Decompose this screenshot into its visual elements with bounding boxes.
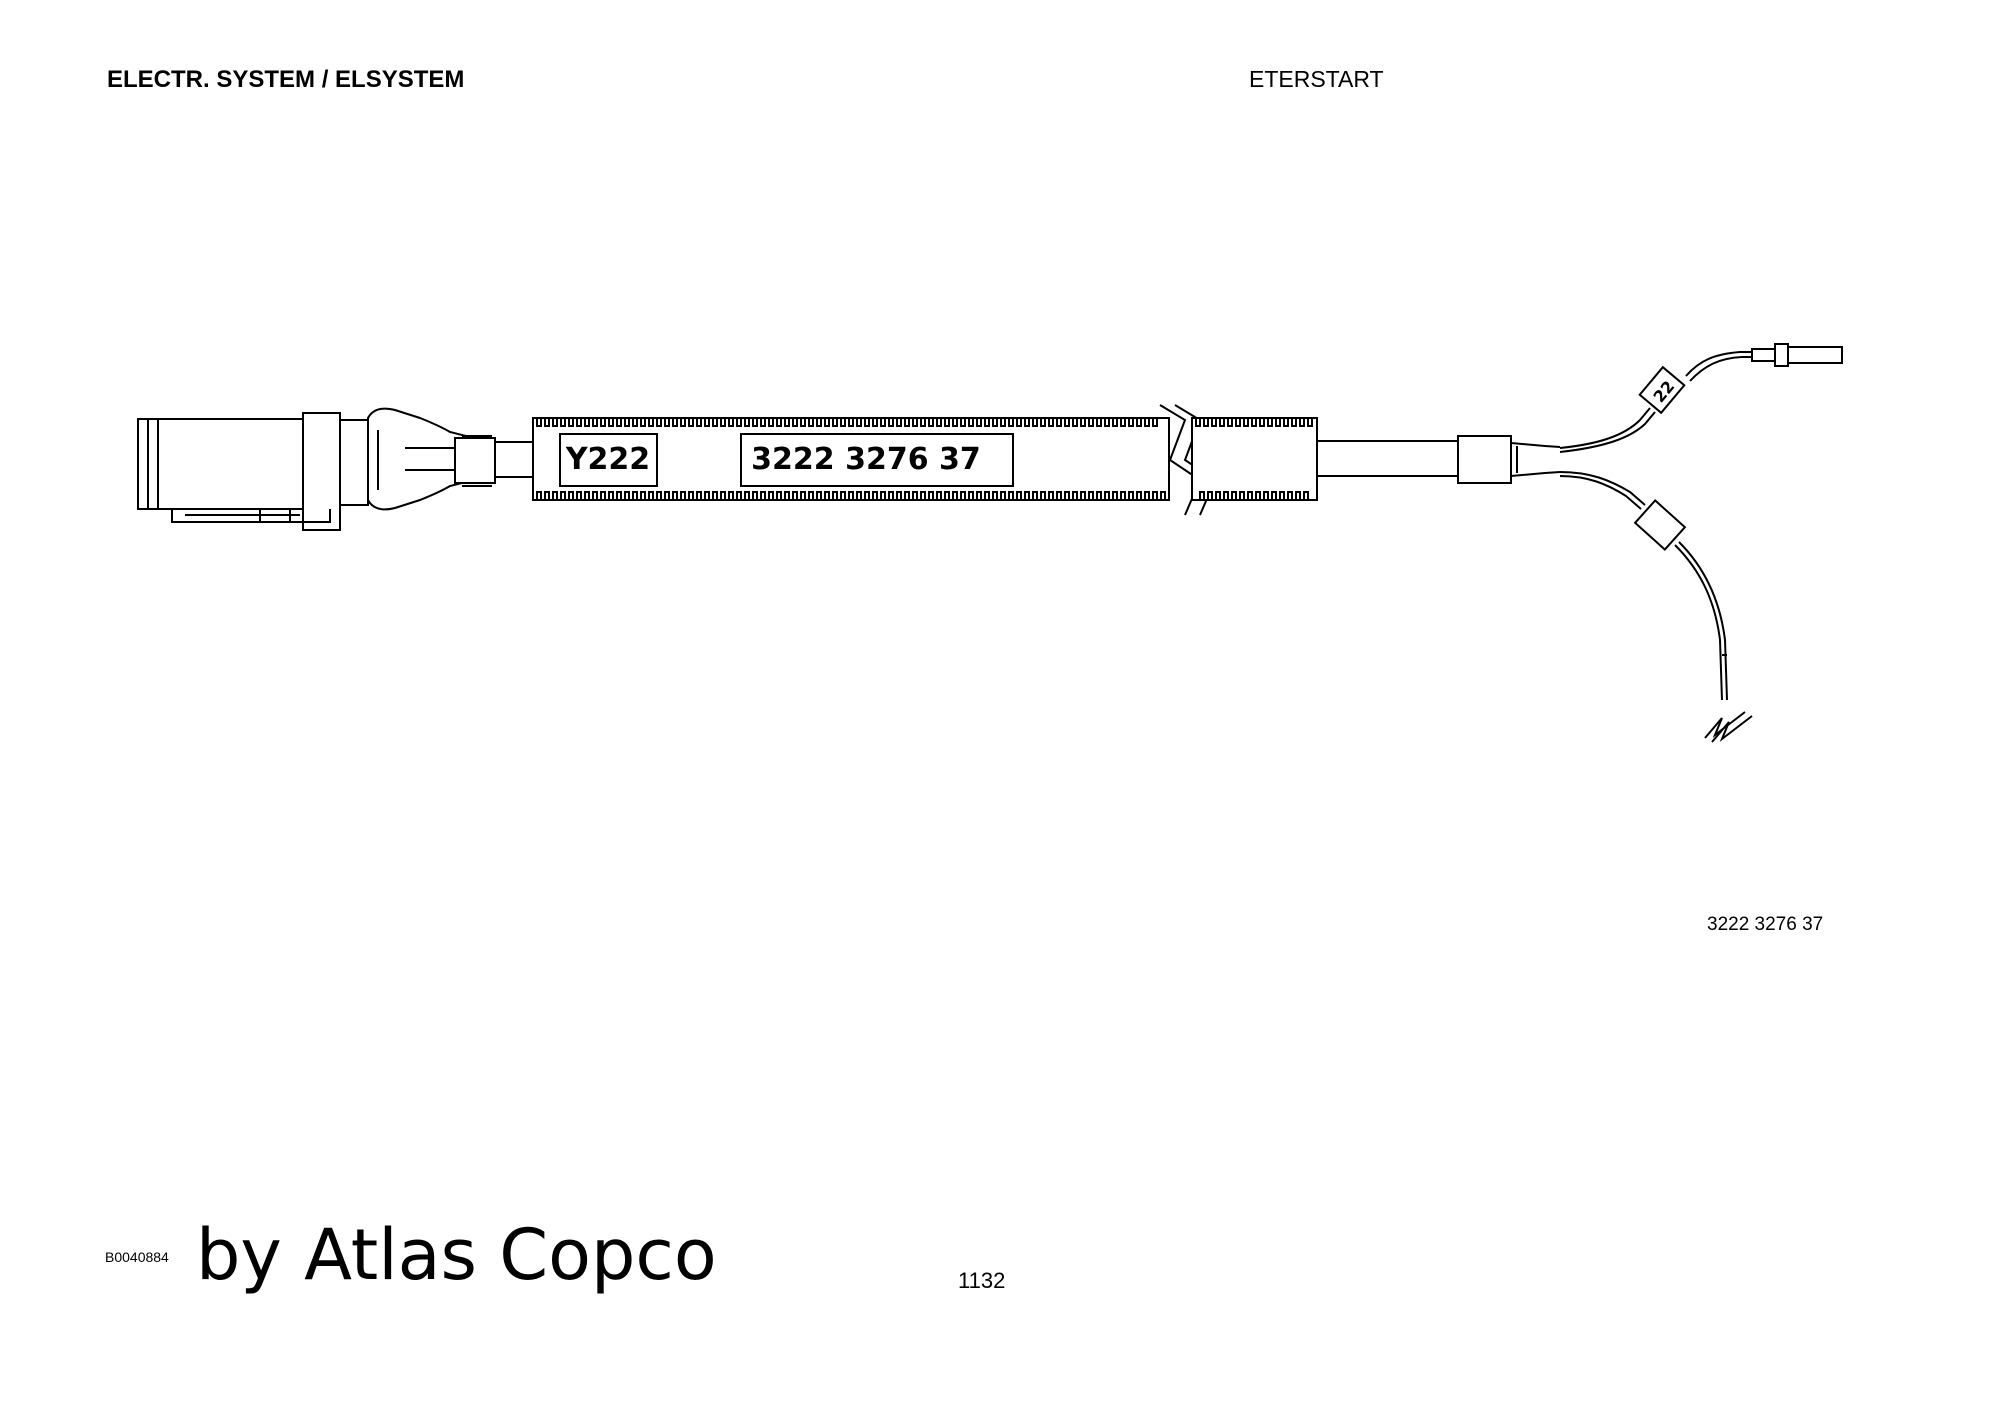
part-label: 3222 3276 37 bbox=[751, 442, 981, 477]
section-title: ELECTR. SYSTEM / ELSYSTEM bbox=[107, 66, 465, 93]
drawing-id: B0040884 bbox=[105, 1249, 169, 1265]
corrugated-sleeve-right bbox=[1191, 417, 1318, 501]
part-number: 3222 3276 37 bbox=[1707, 914, 1824, 935]
upper-branch-wire bbox=[1559, 343, 1843, 453]
lower-branch-wire bbox=[1559, 471, 1753, 743]
page-number: 1132 bbox=[958, 1268, 1006, 1293]
connector-plug bbox=[137, 407, 533, 531]
component-label-box bbox=[559, 433, 658, 487]
splice-sleeve bbox=[1457, 435, 1561, 484]
component-label: Y222 bbox=[565, 442, 650, 477]
part-label-box bbox=[740, 433, 1014, 487]
subsystem-title: ETERSTART bbox=[1249, 66, 1384, 92]
publisher-credit: by Atlas Copco bbox=[196, 1214, 717, 1296]
